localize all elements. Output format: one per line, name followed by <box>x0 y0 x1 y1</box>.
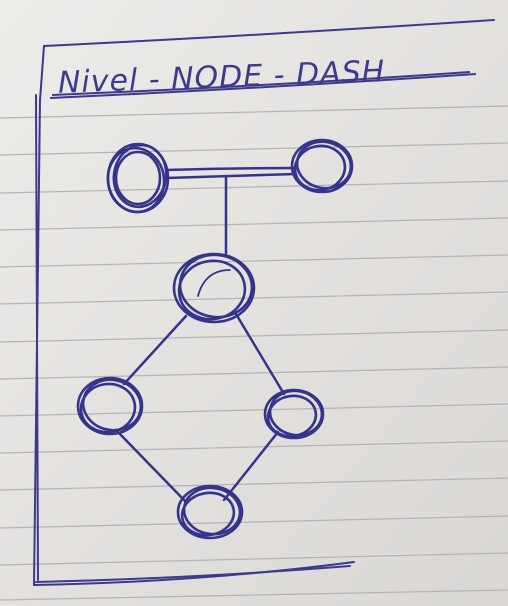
title-underline <box>49 71 477 99</box>
edge-left-bottom <box>114 428 188 504</box>
edge-hub-left <box>122 314 188 386</box>
edge-top-left-top-right <box>164 172 298 180</box>
node-hub <box>172 252 256 324</box>
edge-hub-right <box>234 312 286 396</box>
node-diagram <box>76 138 354 540</box>
node-right <box>263 388 325 440</box>
edges <box>114 166 298 504</box>
node-left <box>76 376 144 436</box>
node-bottom <box>176 484 244 540</box>
edge-top-left-top-right <box>164 166 298 172</box>
node-top-left <box>106 142 170 214</box>
ruled-lines <box>0 105 508 601</box>
frame-border <box>33 19 495 586</box>
node-top-right <box>290 138 354 194</box>
edge-right-bottom <box>222 430 280 502</box>
